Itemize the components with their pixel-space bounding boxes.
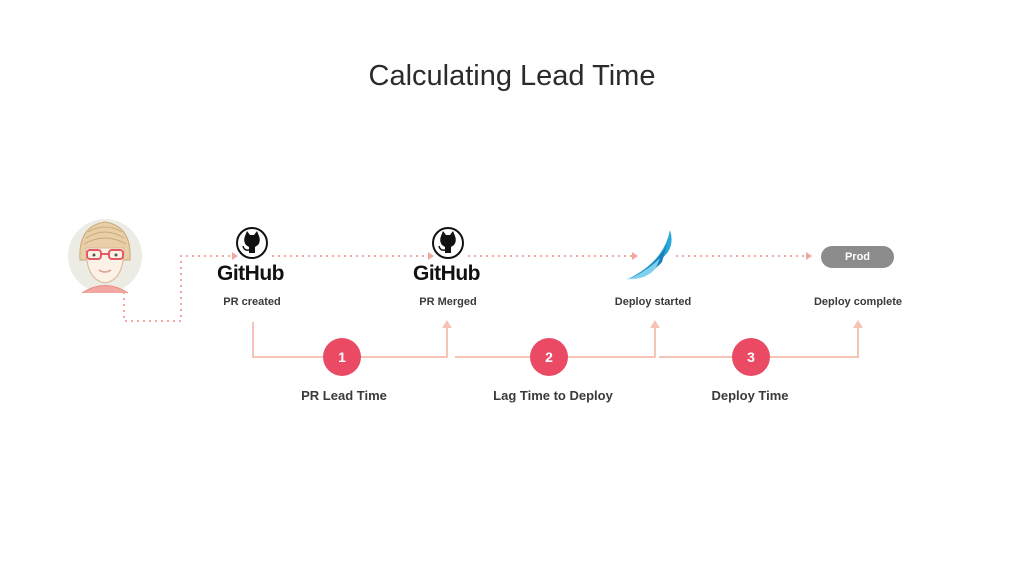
step-number-circle: 3 <box>732 338 770 376</box>
node-label-pr-merged: PR Merged <box>419 296 477 308</box>
deploy-wing-icon <box>626 230 672 280</box>
github-wordmark: GitHub <box>413 262 480 285</box>
developer-avatar-icon <box>68 219 142 294</box>
step-label-lag-time: Lag Time to Deploy <box>493 388 613 403</box>
node-label-deploy-complete: Deploy complete <box>813 296 903 308</box>
arrowhead <box>232 252 238 260</box>
step-label-deploy-time: Deploy Time <box>711 388 789 403</box>
github-octocat-icon <box>236 227 268 259</box>
step-number-circle: 1 <box>323 338 361 376</box>
prod-badge: Prod <box>821 246 894 268</box>
dotted-flow-line <box>123 255 232 322</box>
diagram-title: Calculating Lead Time <box>368 60 656 92</box>
bracket-connector <box>455 324 656 358</box>
arrowhead <box>853 320 863 328</box>
github-octocat-icon <box>432 227 464 259</box>
github-wordmark: GitHub <box>217 262 284 285</box>
arrowhead <box>806 252 812 260</box>
arrowhead <box>632 252 638 260</box>
node-label-pr-created: PR created <box>223 296 281 308</box>
step-number-circle: 2 <box>530 338 568 376</box>
arrowhead <box>442 320 452 328</box>
step-label-pr-lead-time: PR Lead Time <box>301 388 387 403</box>
arrowhead <box>650 320 660 328</box>
node-label-deploy-started: Deploy started <box>614 296 692 308</box>
bracket-connector <box>659 324 859 358</box>
arrowhead <box>428 252 434 260</box>
